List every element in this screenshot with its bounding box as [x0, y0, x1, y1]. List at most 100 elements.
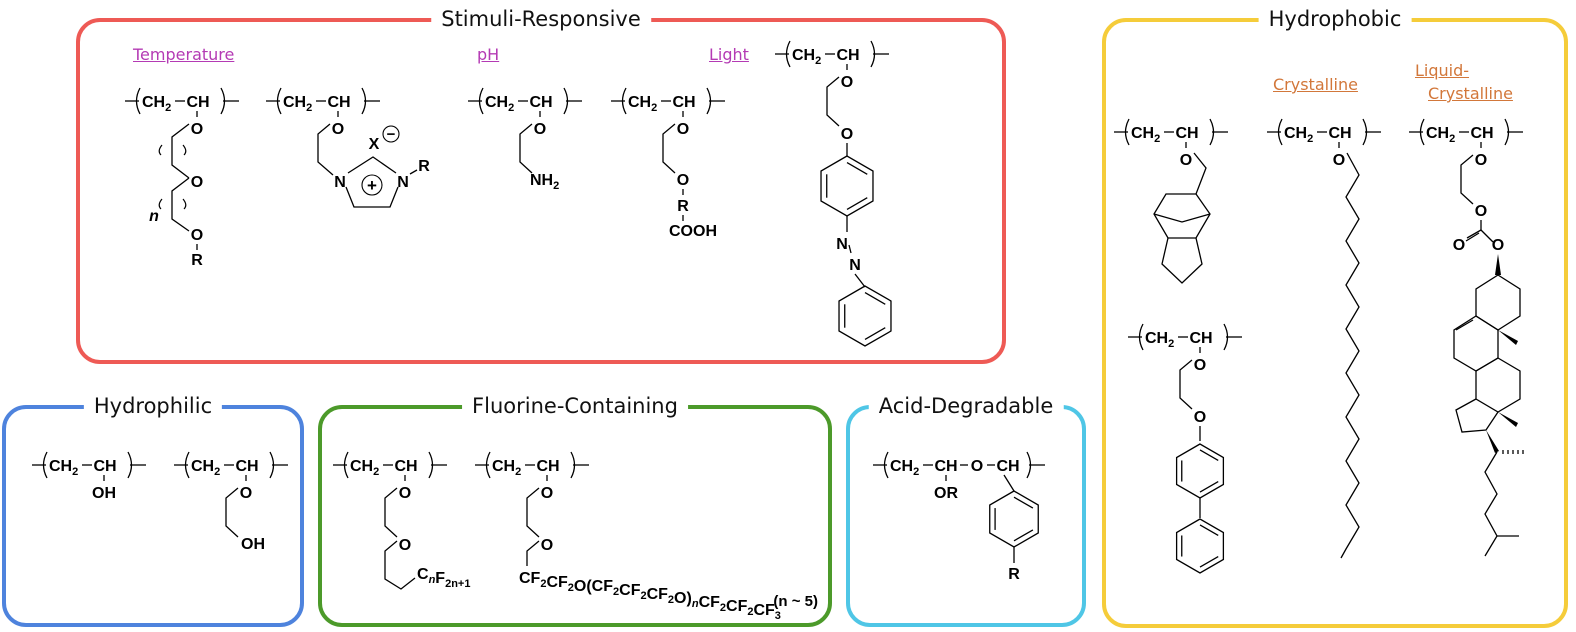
hphob2-backbone-paren-left: [1138, 323, 1144, 351]
acid-or: OR: [934, 485, 958, 502]
azo-n1: N: [836, 236, 848, 253]
temp1-o3: O: [191, 227, 203, 244]
bond: [225, 487, 239, 538]
hphob1-o: O: [1180, 152, 1192, 169]
temp1-r: R: [191, 252, 203, 269]
stimuli-responsive-title: Stimuli-Responsive: [431, 5, 651, 33]
octadecyl-chain: [1340, 152, 1360, 559]
formula-part: CF: [753, 602, 775, 619]
fluoro1-o2: O: [399, 537, 411, 554]
steroid-ring-b: [1453, 315, 1499, 372]
temp2-o: O: [332, 121, 344, 138]
carbonyl-bond: [1480, 229, 1494, 243]
ph2-r: R: [677, 198, 689, 215]
formula-part: n: [429, 574, 436, 586]
formula-part: CH: [49, 458, 72, 475]
fluoro1-backbone-paren-left: [343, 451, 349, 479]
formula-part: CH: [628, 94, 651, 111]
hphil2-backbone-ch: CH: [235, 458, 258, 475]
side-chain-wedge: [1486, 430, 1499, 453]
acid-o: O: [971, 458, 983, 475]
formula-part: 2: [515, 466, 521, 478]
hphob4-o2: O: [1475, 203, 1487, 220]
temp1-backbone-ch: CH: [186, 94, 209, 111]
formula-part: 2: [540, 578, 546, 590]
formula-part: CH: [890, 458, 913, 475]
formula-part: O): [674, 590, 692, 607]
positive-charge: +: [367, 176, 377, 195]
imidazolium-ring: [347, 156, 397, 174]
bond: [1003, 474, 1015, 492]
negative-charge-circle: [382, 125, 400, 143]
formula-part: 2: [1154, 133, 1160, 145]
hphob3-backbone-ch: CH: [1328, 125, 1351, 142]
bond: [409, 169, 418, 175]
bond: [317, 123, 334, 176]
hphob3-o: O: [1333, 152, 1345, 169]
formula-part: 2: [72, 466, 78, 478]
hphil2-backbone-paren-left: [184, 451, 190, 479]
ph1-o: O: [534, 121, 546, 138]
fluoro1-o1: O: [399, 485, 411, 502]
aromatic-double-bond: [1199, 555, 1219, 568]
formula-part: 2: [553, 180, 559, 192]
hphob1-backbone-paren-left: [1124, 118, 1130, 146]
aromatic-double-bond: [1013, 496, 1034, 509]
acid-ch1: CH: [934, 458, 957, 475]
positive-charge-circle: [361, 174, 383, 196]
hphob2-backbone-ch: CH: [1189, 330, 1212, 347]
temp1-paren: [158, 198, 163, 210]
hphob2-backbone-ch2: CH2: [1145, 330, 1174, 350]
fluoro1-backbone-ch: CH: [394, 458, 417, 475]
formula-part: 2: [720, 602, 726, 614]
fluoro2-o1: O: [541, 485, 553, 502]
formula-part: 2: [747, 606, 753, 618]
temp1-paren: [182, 198, 187, 210]
hphob1-backbone-ch2: CH2: [1131, 125, 1160, 145]
formula-part: CH: [792, 47, 815, 64]
bond: [662, 123, 676, 174]
formula-part: F: [435, 570, 445, 587]
temp1-paren: [158, 144, 163, 156]
liquid-crystalline-label-line2: Crystalline: [1428, 84, 1513, 103]
formula-part: 2: [815, 55, 821, 67]
ph1-backbone-ch2: CH2: [485, 94, 514, 114]
bond: [1460, 154, 1474, 205]
formula-part: 2: [214, 466, 220, 478]
fluorine-containing-title: Fluorine-Containing: [462, 392, 688, 420]
azo-n2: N: [849, 257, 861, 274]
side-chain: [1484, 451, 1498, 557]
aromatic-double-bond: [846, 162, 868, 175]
ph2-o2: O: [677, 172, 689, 189]
hphob1-backbone-ch: CH: [1175, 125, 1198, 142]
hphil1-oh: OH: [92, 485, 116, 502]
aromatic-double-bond: [1199, 480, 1219, 493]
bond: [1179, 359, 1193, 410]
light-backbone-ch: CH: [836, 47, 859, 64]
formula-part: 2: [306, 102, 312, 114]
bond: [826, 76, 840, 127]
hydrophobic-title: Hydrophobic: [1258, 5, 1412, 33]
acid-ch2b: CH: [996, 458, 1019, 475]
bond: [1193, 152, 1207, 195]
bond: [854, 273, 866, 288]
liquid-crystalline-label-line1: Liquid-: [1415, 61, 1470, 80]
temp2-n2: N: [397, 174, 409, 191]
carbonyl-o: O: [1453, 237, 1465, 254]
formula-part: 2: [613, 586, 619, 598]
formula-part: CH: [492, 458, 515, 475]
light-benzene-2: [838, 285, 892, 347]
aromatic-double-bond: [1199, 524, 1219, 537]
temp2-backbone-ch2: CH2: [283, 94, 312, 114]
hydrophobic-panel: Hydrophobic: [1102, 5, 1568, 628]
fluoro2-o2: O: [541, 537, 553, 554]
formula-part: CF: [619, 582, 641, 599]
acid-benzene: [989, 490, 1039, 548]
formula-part: CH: [142, 94, 165, 111]
wedge-bond: [1495, 254, 1501, 275]
crystalline-label: Crystalline: [1273, 75, 1358, 94]
bond: [171, 123, 190, 179]
aromatic-double-bond: [846, 197, 868, 210]
fluoro1-cnf2n1: CnF2n+1: [417, 566, 470, 590]
